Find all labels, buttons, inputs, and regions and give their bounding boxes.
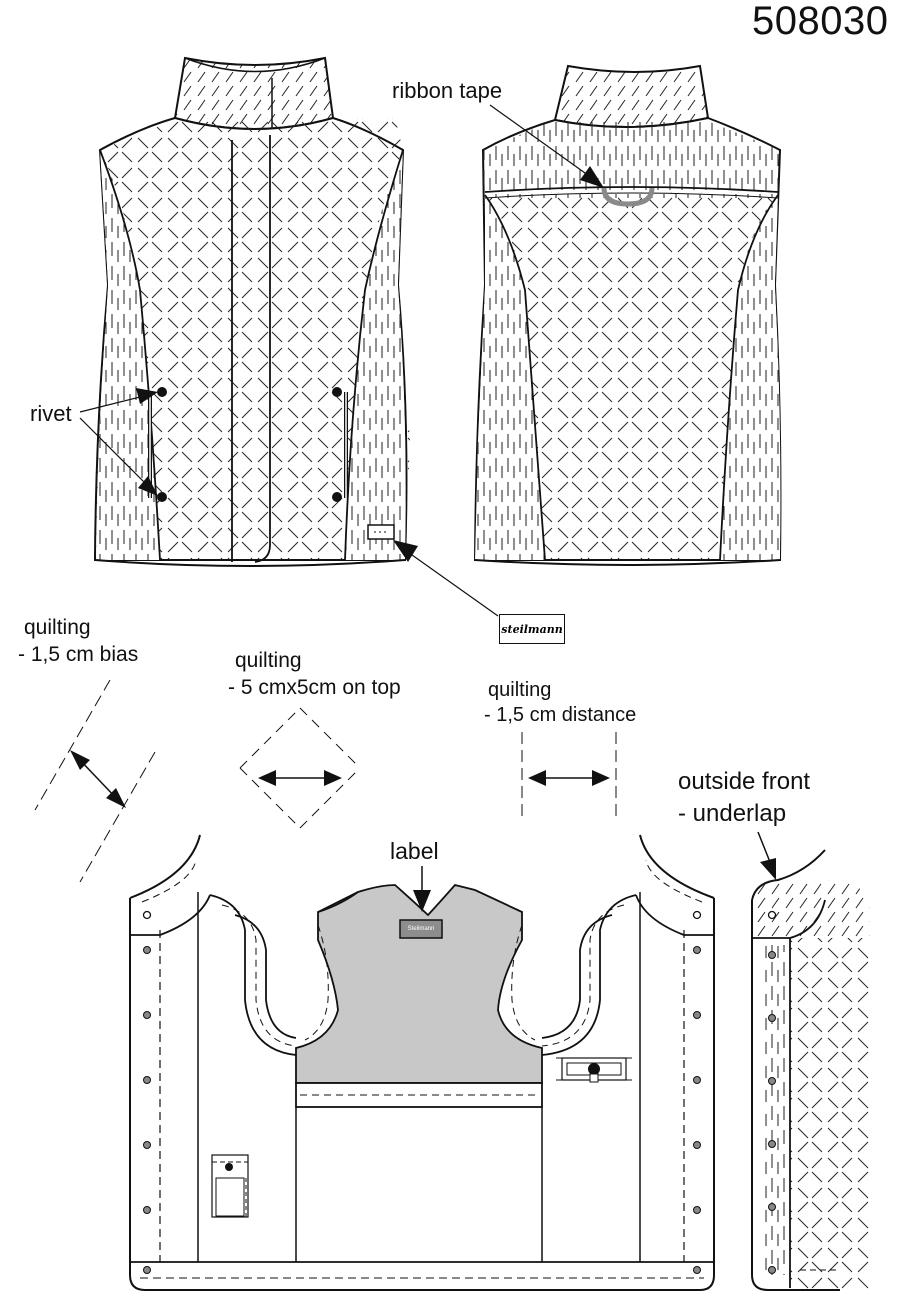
inner-label-tag: [399, 919, 443, 939]
inside-phone-pocket: [211, 1154, 249, 1218]
rivet-icon: [768, 1140, 776, 1148]
quilting-distance-detail: - 1,5 cm distance: [484, 704, 637, 726]
quilting-distance-title: quilting: [488, 679, 552, 701]
quilting-diamond-sample: [239, 707, 361, 829]
ribbon-tape-callout: ribbon tape: [392, 78, 503, 103]
quilting-diamond-title: quilting: [235, 649, 302, 672]
ribbon-tape-leader: [489, 104, 604, 188]
brand-tag-leader: [393, 540, 499, 617]
quilting-bias-detail: - 1,5 cm bias: [18, 643, 139, 666]
brand-tag-enlarged: steilmann: [499, 614, 565, 644]
rivet-icon: [768, 951, 776, 959]
quilting-bias-title: quilting: [24, 616, 91, 639]
lining-panel: [295, 883, 543, 1262]
outside-front-callout: outside front: [678, 768, 811, 795]
rivet-icon: [142, 910, 152, 920]
vest-front-view: [79, 56, 499, 617]
underlap-callout: - underlap: [678, 800, 787, 827]
rivet-icon: [143, 1011, 151, 1019]
rivet-icon: [768, 1266, 776, 1274]
rivet-icon: [693, 1011, 701, 1019]
ribbon-tape-loop: [601, 187, 655, 207]
vest-back-view: [473, 64, 782, 566]
rivet-icon: [693, 1266, 701, 1274]
rivet-icon: [143, 1266, 151, 1274]
back-body: [473, 116, 782, 566]
rivet-icon: [768, 1014, 776, 1022]
zipper-pull-icon: [588, 1063, 600, 1075]
rivet-callout: rivet: [30, 401, 72, 426]
rivet-icon: [332, 387, 342, 397]
underlap-detail: [751, 831, 870, 1291]
label-callout: label: [390, 838, 439, 864]
rivet-icon: [768, 1203, 776, 1211]
rivet-icon: [143, 1076, 151, 1084]
rivet-icon: [143, 1141, 151, 1149]
rivet-icon: [693, 1076, 701, 1084]
inside-rivets: [142, 910, 702, 1274]
article-number: 508030: [752, 0, 889, 43]
rivet-icon: [692, 910, 702, 920]
inner-label-text: Steilmann: [407, 926, 435, 932]
brand-tag-small: [367, 524, 395, 540]
rivet-icon: [768, 1077, 776, 1085]
rivet-icon: [143, 946, 151, 954]
inside-zip-pocket: [556, 1057, 632, 1083]
snap-button-icon: [225, 1163, 233, 1171]
rivet-icon: [693, 1206, 701, 1214]
rivet-icon: [693, 1141, 701, 1149]
rivet-icon: [143, 1206, 151, 1214]
quilting-bias-sample: [34, 679, 156, 883]
rivet-icon: [693, 946, 701, 954]
quilting-diamond-detail: - 5 cmx5cm on top: [228, 676, 401, 699]
inside-facings: [130, 892, 714, 1279]
rivet-icon: [157, 387, 167, 397]
rivet-leader-lines: [79, 388, 158, 496]
vest-inside-view: [129, 834, 715, 1291]
quilting-distance-sample: [521, 732, 617, 822]
front-body: [93, 116, 410, 567]
rivet-icon: [157, 492, 167, 502]
rivet-icon: [767, 910, 777, 920]
underlap-leader: [757, 831, 776, 880]
inside-armholes: [209, 894, 637, 1056]
label-leader: [413, 866, 431, 912]
rivet-icon: [332, 492, 342, 502]
back-collar: [553, 64, 710, 129]
